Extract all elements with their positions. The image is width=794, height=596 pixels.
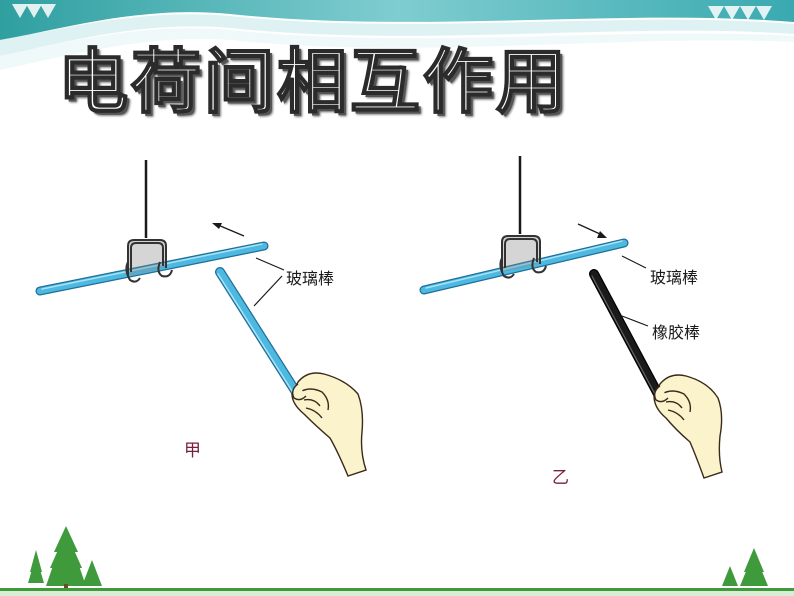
setup-b <box>419 156 723 479</box>
glass-rod-label-b: 玻璃棒 <box>650 268 699 287</box>
hand-a <box>291 372 367 477</box>
leader-line-b-bottom <box>621 315 649 327</box>
hand-b <box>653 374 723 479</box>
rod-holder-clip-a <box>125 239 173 283</box>
charge-interaction-diagram <box>35 156 723 479</box>
held-rubber-rod-b <box>589 269 663 399</box>
leader-line-a-hanging <box>255 257 285 271</box>
motion-arrow-a <box>212 223 245 237</box>
rubber-rod-label-b: 橡胶棒 <box>652 323 701 342</box>
footer-decoration <box>0 526 794 596</box>
slide-title: 电荷间相互作用 <box>57 40 569 124</box>
motion-arrow-b <box>577 223 607 238</box>
tree-icon-right-group <box>722 548 768 586</box>
leader-line-a-held <box>253 275 283 307</box>
rod-holder-clip-b <box>499 235 547 279</box>
glass-rod-label-a: 玻璃棒 <box>286 269 335 288</box>
hanging-glass-rod-a <box>35 241 269 296</box>
hanging-glass-rod-b <box>419 238 629 295</box>
tree-icon-left-group <box>28 526 102 590</box>
held-glass-rod-a <box>215 267 301 397</box>
setup-a <box>35 160 367 477</box>
header-decoration <box>0 0 794 70</box>
caption-a: 甲 <box>184 441 201 461</box>
leader-line-b-top <box>621 255 647 269</box>
caption-b: 乙 <box>552 468 569 488</box>
